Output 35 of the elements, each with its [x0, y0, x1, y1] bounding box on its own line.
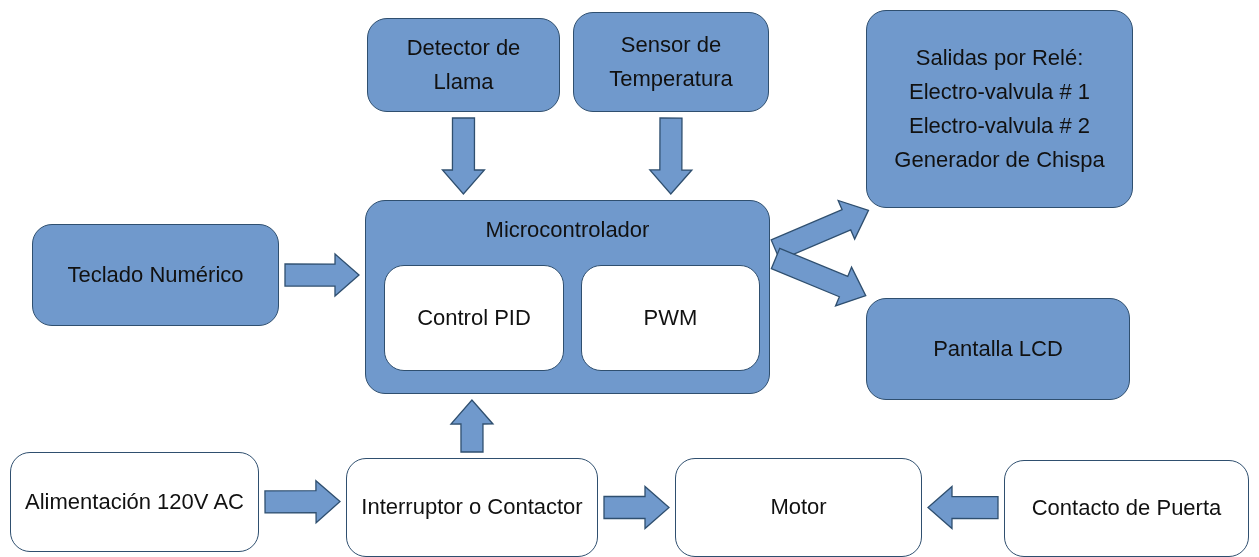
block-arrow — [441, 117, 486, 195]
box-label: Detector de Llama — [405, 33, 522, 96]
box-label: Salidas por Relé: — [914, 43, 1085, 72]
block-arrow — [648, 117, 694, 195]
block-arrow — [284, 252, 360, 298]
process-box — [367, 18, 560, 112]
box-label: Electro-valvula # 2 — [908, 112, 1091, 140]
process-box — [573, 12, 769, 112]
process-box — [581, 265, 760, 371]
block-arrow — [927, 485, 999, 530]
box-label: PWM — [642, 303, 699, 332]
process-box — [365, 200, 770, 394]
box-label: Generador de Chispa — [893, 146, 1106, 175]
block-arrow — [264, 479, 341, 525]
box-label: Interruptor o Contactor — [360, 493, 584, 522]
process-box — [675, 458, 922, 557]
block-arrow — [770, 247, 867, 308]
process-box — [10, 452, 259, 552]
box-label: Pantalla LCD — [932, 334, 1064, 363]
box-label: Sensor de Temperatura — [608, 30, 734, 93]
block-arrow — [603, 485, 670, 530]
process-box — [866, 298, 1130, 400]
box-label: Teclado Numérico — [66, 260, 245, 289]
box-label: Contacto de Puerta — [1030, 494, 1223, 523]
box-label: Control PID — [416, 303, 532, 332]
process-box — [384, 265, 564, 371]
box-label: Motor — [769, 493, 828, 522]
block-arrow — [449, 399, 495, 453]
box-label: Electro-valvula # 1 — [908, 77, 1091, 106]
box-label: Alimentación 120V AC — [24, 487, 245, 516]
process-box — [1004, 460, 1249, 557]
process-box — [32, 224, 279, 326]
process-box — [346, 458, 598, 557]
process-box — [866, 10, 1133, 208]
box-label: Microcontrolador — [484, 216, 651, 244]
